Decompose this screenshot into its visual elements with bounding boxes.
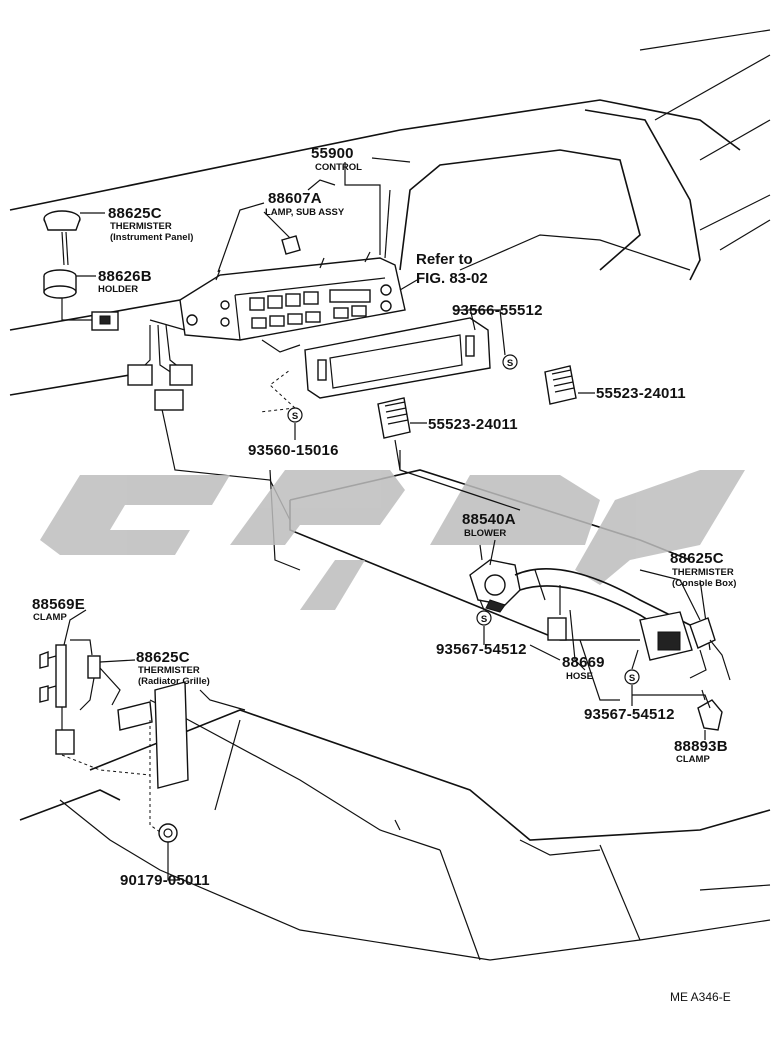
part-number: 55523-24011 [596,385,686,402]
part-number: 88626B [98,268,152,285]
part-number: 55523-24011 [428,416,518,433]
reference-line2: FIG. 83-02 [416,270,488,287]
screw-symbol-text: S [292,411,298,422]
label-screw-c: 93567-54512 [436,641,527,658]
label-knob-b: 55523-24011 [428,416,518,433]
part-number: 88540A [462,511,516,528]
holder-part [43,269,119,331]
clamp-b-part [697,689,723,731]
control-harness-part [127,319,301,411]
label-screw-a: 93566-55512 [452,302,543,319]
label-knob-a: 55523-24011 [596,385,686,402]
label-thermister-instrument: 88625C THERMISTER (Instrument Panel) [108,205,193,243]
part-number: 88569E [32,596,85,613]
label-clamp-a: 88569E CLAMP [32,596,85,623]
part-note: (Instrument Panel) [110,232,193,243]
part-number: 88669 [562,654,605,671]
part-number: 88625C [136,649,190,666]
label-clamp-b: 88893B CLAMP [674,738,728,765]
part-desc: THERMISTER [110,221,172,232]
label-blower: 88540A BLOWER [462,511,516,539]
label-control: 55900 CONTROL [311,145,362,173]
part-desc: CLAMP [676,754,710,765]
label-thermister-console: 88625C THERMISTER (Console Box) [670,550,736,589]
part-desc: LAMP, SUB ASSY [265,207,345,218]
part-note: (Radiator Grille) [138,676,210,687]
screw-symbol-b: S [287,407,303,423]
watermark-logo [40,470,745,610]
bezel-part [304,317,491,399]
thermister-instrument-part [43,210,81,266]
label-lamp: 88607A LAMP, SUB ASSY [265,190,345,218]
part-desc: THERMISTER [672,567,734,578]
screw-symbol-text: S [629,673,635,684]
part-desc: THERMISTER [138,665,200,676]
part-desc: HOSE [566,671,593,682]
label-hose: 88669 HOSE [562,654,605,682]
blower-part [469,544,521,613]
label-reference: Refer to FIG. 83-02 [416,251,488,287]
thermister-radiator-part [55,639,189,789]
part-number: 93560-15016 [248,442,339,459]
screw-symbol-text: S [507,358,513,369]
diagram-code: ME A346-E [670,990,731,1004]
screw-symbol-a: S [502,354,518,370]
part-number: 93567-54512 [436,641,527,658]
knob-a-part [544,365,577,405]
leader-lines [61,157,711,881]
label-nut: 90179-05011 [120,872,210,889]
label-thermister-radiator: 88625C THERMISTER (Radiator Grille) [136,649,210,687]
screw-symbol-d: S [624,669,640,685]
knob-b-part [377,397,411,439]
part-desc: BLOWER [464,528,506,539]
lamp-part [281,235,301,255]
part-desc: HOLDER [98,284,138,295]
screw-symbol-text: S [481,614,487,625]
part-number: 88607A [268,190,322,207]
label-screw-b: 93560-15016 [248,442,339,459]
front-bumper-outline [19,689,771,961]
control-unit-part [179,251,406,341]
reference-line1: Refer to [416,251,473,268]
part-number: 88625C [670,550,724,567]
part-number: 93566-55512 [452,302,543,319]
dashboard-outline [9,29,771,571]
thermister-console-part [689,617,731,681]
part-number: 88625C [108,205,162,222]
part-note: (Console Box) [672,578,736,589]
part-number: 93567-54512 [584,706,675,723]
hose-part [514,568,693,661]
part-desc: CLAMP [33,612,67,623]
nut-part [158,823,178,843]
part-number: 88893B [674,738,728,755]
part-desc: CONTROL [315,162,362,173]
screw-symbol-c: S [476,610,492,626]
part-number: 55900 [311,145,354,162]
label-holder: 88626B HOLDER [98,268,152,295]
label-screw-d: 93567-54512 [584,706,675,723]
part-number: 90179-05011 [120,872,210,889]
clamp-a-part [39,644,67,708]
